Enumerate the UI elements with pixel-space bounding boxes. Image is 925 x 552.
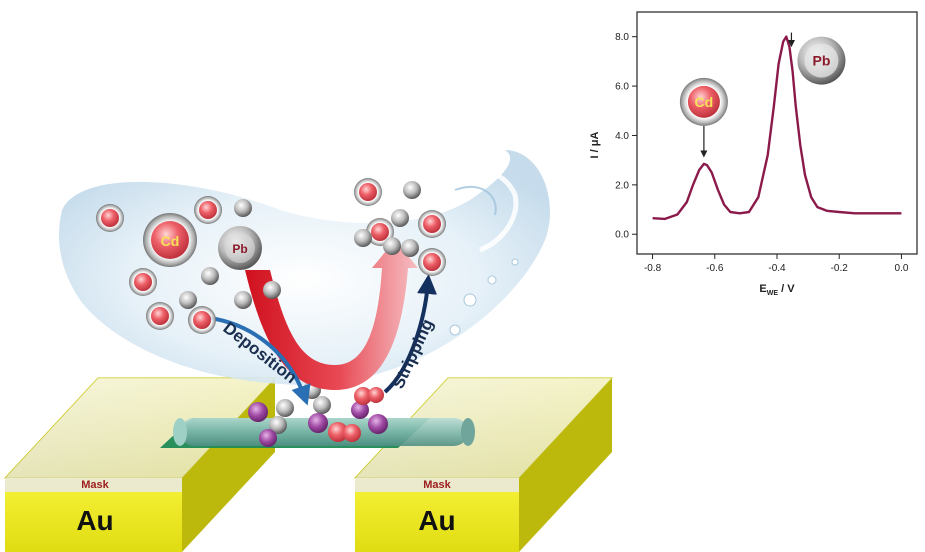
- plot-frame: [636, 11, 918, 255]
- curved-red-arrow: [245, 240, 418, 390]
- ions-left-cloud: [96, 196, 281, 334]
- deposition-arrow: [209, 316, 311, 406]
- pb-ion-label: Pb: [232, 242, 247, 256]
- peak-annotations: Cd Pb: [679, 32, 846, 158]
- electrode-scene: Cd Pb: [3, 150, 614, 552]
- y-tick-label: 8.0: [615, 32, 629, 43]
- x-axis-label: EWE / V: [759, 283, 795, 297]
- cd-ion-label: Cd: [161, 233, 180, 249]
- au-label-left: Au: [76, 505, 113, 536]
- mask-label-left: Mask: [81, 479, 109, 491]
- gold-pad-right: [353, 377, 614, 552]
- mask-label-right: Mask: [423, 479, 451, 491]
- y-tick-label: 6.0: [615, 82, 629, 93]
- y-tick-label: 4.0: [615, 131, 629, 142]
- x-tick-label: -0.6: [706, 263, 724, 274]
- pb-ion-large: Pb: [218, 226, 262, 270]
- x-axis-label-main: E: [759, 283, 766, 295]
- solution-splash: [59, 150, 551, 385]
- nanowire: [160, 418, 475, 448]
- stripping-arrow: [383, 274, 438, 394]
- series-line: [652, 35, 902, 221]
- ions-right-cloud: [354, 178, 446, 276]
- x-tick-label: -0.2: [831, 263, 849, 274]
- x-axis-label-unit: / V: [778, 283, 795, 295]
- pb-ion-core: [804, 43, 839, 78]
- pb-annotation-label: Pb: [812, 53, 830, 69]
- cd-ion-core: [687, 85, 720, 118]
- cd-annotation-label: Cd: [695, 94, 714, 110]
- x-axis-label-subscript: WE: [767, 290, 779, 297]
- gold-pad-left: [3, 377, 277, 552]
- y-tick-label: 2.0: [615, 180, 629, 191]
- x-tick-label: -0.4: [768, 263, 786, 274]
- x-tick-label: -0.8: [644, 263, 662, 274]
- axis-ticks: -0.8 -0.6 -0.4 -0.2 0.0 0.0 2.0 4.0 6.0 8.0: [615, 32, 909, 274]
- x-tick-label: 0.0: [894, 263, 908, 274]
- y-tick-label: 0.0: [615, 230, 629, 241]
- au-label-right: Au: [418, 505, 455, 536]
- cd-ion-large: Cd: [143, 213, 197, 267]
- y-axis-label: I / μA: [589, 131, 601, 158]
